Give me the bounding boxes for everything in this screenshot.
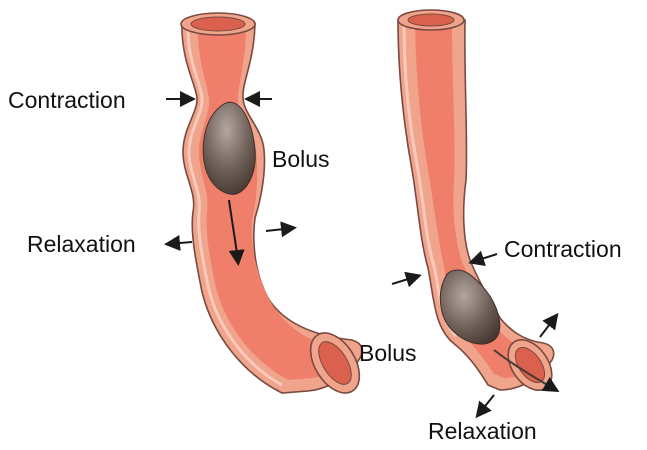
right-contraction-label: Contraction [504,238,622,261]
right-bolus-label: Bolus [359,342,417,365]
left-relaxation-label: Relaxation [27,233,136,256]
left-contraction-label: Contraction [8,89,126,112]
arrow-icon [168,242,192,244]
left-esophagus [181,13,369,402]
arrow-icon [392,276,418,284]
left-bolus-label: Bolus [272,148,330,171]
arrow-icon [266,228,293,231]
right-relaxation-label: Relaxation [428,420,537,443]
arrow-icon [472,254,497,262]
right-esophagus [398,10,561,398]
arrow-icon [540,316,556,337]
arrow-icon [478,395,494,415]
